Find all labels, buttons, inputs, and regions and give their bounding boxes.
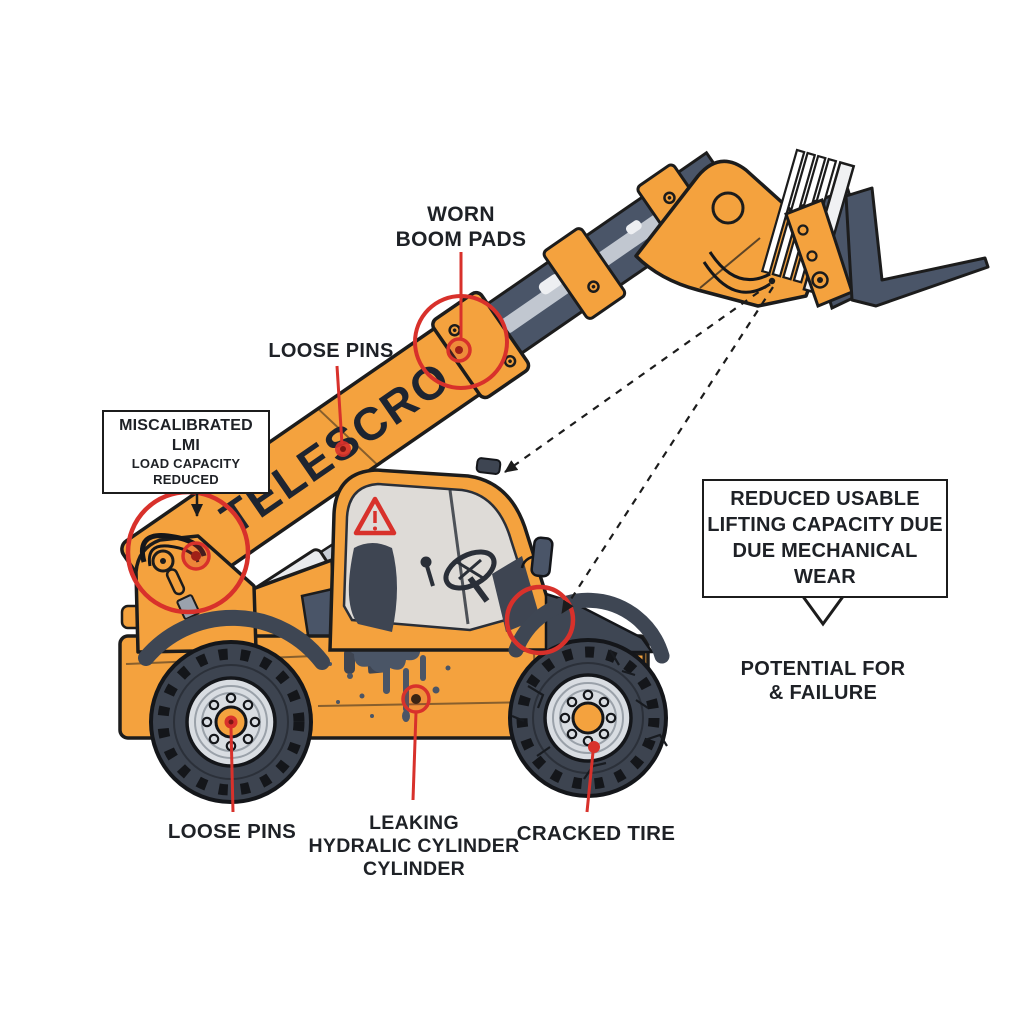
leader-loose-pins-top: [335, 365, 344, 445]
hydraulic-hose: [708, 251, 771, 282]
leader-cracked-tire: [585, 751, 595, 813]
label-cracked-tire: CRACKED TIRE: [516, 822, 676, 845]
leader-loose-pins-bottom: [229, 727, 235, 813]
callout-reduced-capacity: REDUCED USABLE LIFTING CAPACITY DUE DUE …: [702, 479, 948, 598]
tire-cracks: [511, 649, 668, 780]
dashed-arrow-to-front-axle: [561, 286, 774, 614]
callout-miscalibrated-lmi: MISCALIBRATED LMI LOAD CAPACITY REDUCED: [102, 410, 270, 495]
leader-leaking-cylinder: [411, 711, 418, 801]
label-worn-boom-pads: WORN BOOM PADS: [395, 203, 527, 251]
label-loose-pins-bottom: LOOSE PINS: [167, 820, 297, 843]
side-mirror: [530, 536, 554, 578]
label-leaking-cylinder: LEAKING HYDRALIC CYLINDER CYLINDER: [308, 812, 520, 880]
pivot-hose-loop: [140, 533, 207, 563]
label-loose-pins-top: LOOSE PINS: [268, 340, 394, 362]
front-wheel: [508, 638, 668, 798]
fork: [844, 186, 990, 308]
label-potential-failure: POTENTIAL FOR & FAILURE: [740, 658, 906, 704]
front-hub: [571, 701, 605, 735]
dashboard: [492, 556, 540, 632]
rear-fender: [138, 609, 330, 670]
front-fender: [508, 592, 670, 664]
boom-wear-pad-band: [542, 227, 627, 320]
roof-beacon: [475, 457, 502, 475]
hydraulic-hose: [702, 261, 771, 294]
warning-triangle-icon: [353, 496, 397, 536]
operator-seat: [348, 543, 397, 632]
joystick: [425, 565, 435, 587]
door-handle: [344, 648, 355, 674]
highlight-circle-front-fender: [504, 584, 576, 656]
dashed-arrow-to-cab: [504, 283, 771, 473]
elbow-pivot-hole: [711, 191, 745, 225]
steering-wheel: [443, 549, 497, 603]
